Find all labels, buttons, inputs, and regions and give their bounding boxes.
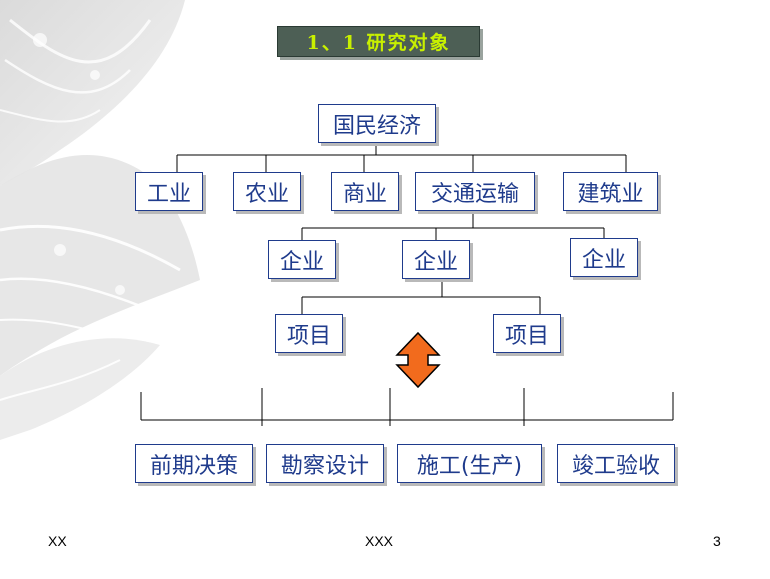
node-label: 建筑业	[577, 181, 644, 207]
node-label: 交通运输	[430, 181, 519, 207]
footer-left-text: XX	[48, 533, 67, 549]
node-construction: 建筑业	[563, 172, 658, 211]
node-enterprise-left: 企业	[268, 240, 336, 279]
phase-pre-decision: 前期决策	[135, 444, 253, 483]
node-label: 农业	[244, 181, 289, 207]
phase-survey-design: 勘察设计	[266, 444, 384, 483]
node-label: 项目	[286, 323, 331, 349]
node-industry: 工业	[135, 172, 203, 211]
footer-center-text: XXX	[365, 533, 394, 549]
node-agriculture: 农业	[233, 172, 301, 211]
node-project-left: 项目	[275, 314, 343, 353]
node-enterprise-right: 企业	[570, 238, 638, 277]
phase-label: 勘察设计	[280, 453, 369, 479]
slide-title: 1、1 研究对象	[306, 32, 451, 54]
page-number: 3	[713, 533, 721, 549]
phase-label: 施工(生产)	[416, 453, 523, 479]
phase-label: 竣工验收	[571, 453, 660, 479]
node-transportation: 交通运输	[415, 172, 535, 211]
phase-completion-acceptance: 竣工验收	[557, 444, 675, 483]
node-commerce: 商业	[331, 172, 399, 211]
node-label: 项目	[504, 323, 549, 349]
node-label: 工业	[146, 181, 191, 207]
node-label: 企业	[279, 249, 324, 275]
phase-construction: 施工(生产)	[397, 444, 542, 483]
node-label: 商业	[342, 181, 387, 207]
node-enterprise-center: 企业	[402, 240, 470, 279]
node-label: 企业	[581, 247, 626, 273]
node-label: 企业	[413, 249, 458, 275]
slide-title-banner: 1、1 研究对象	[277, 26, 480, 57]
node-project-right: 项目	[493, 314, 561, 353]
phase-label: 前期决策	[149, 453, 238, 479]
node-label: 国民经济	[332, 113, 421, 139]
node-national-economy: 国民经济	[318, 104, 436, 143]
